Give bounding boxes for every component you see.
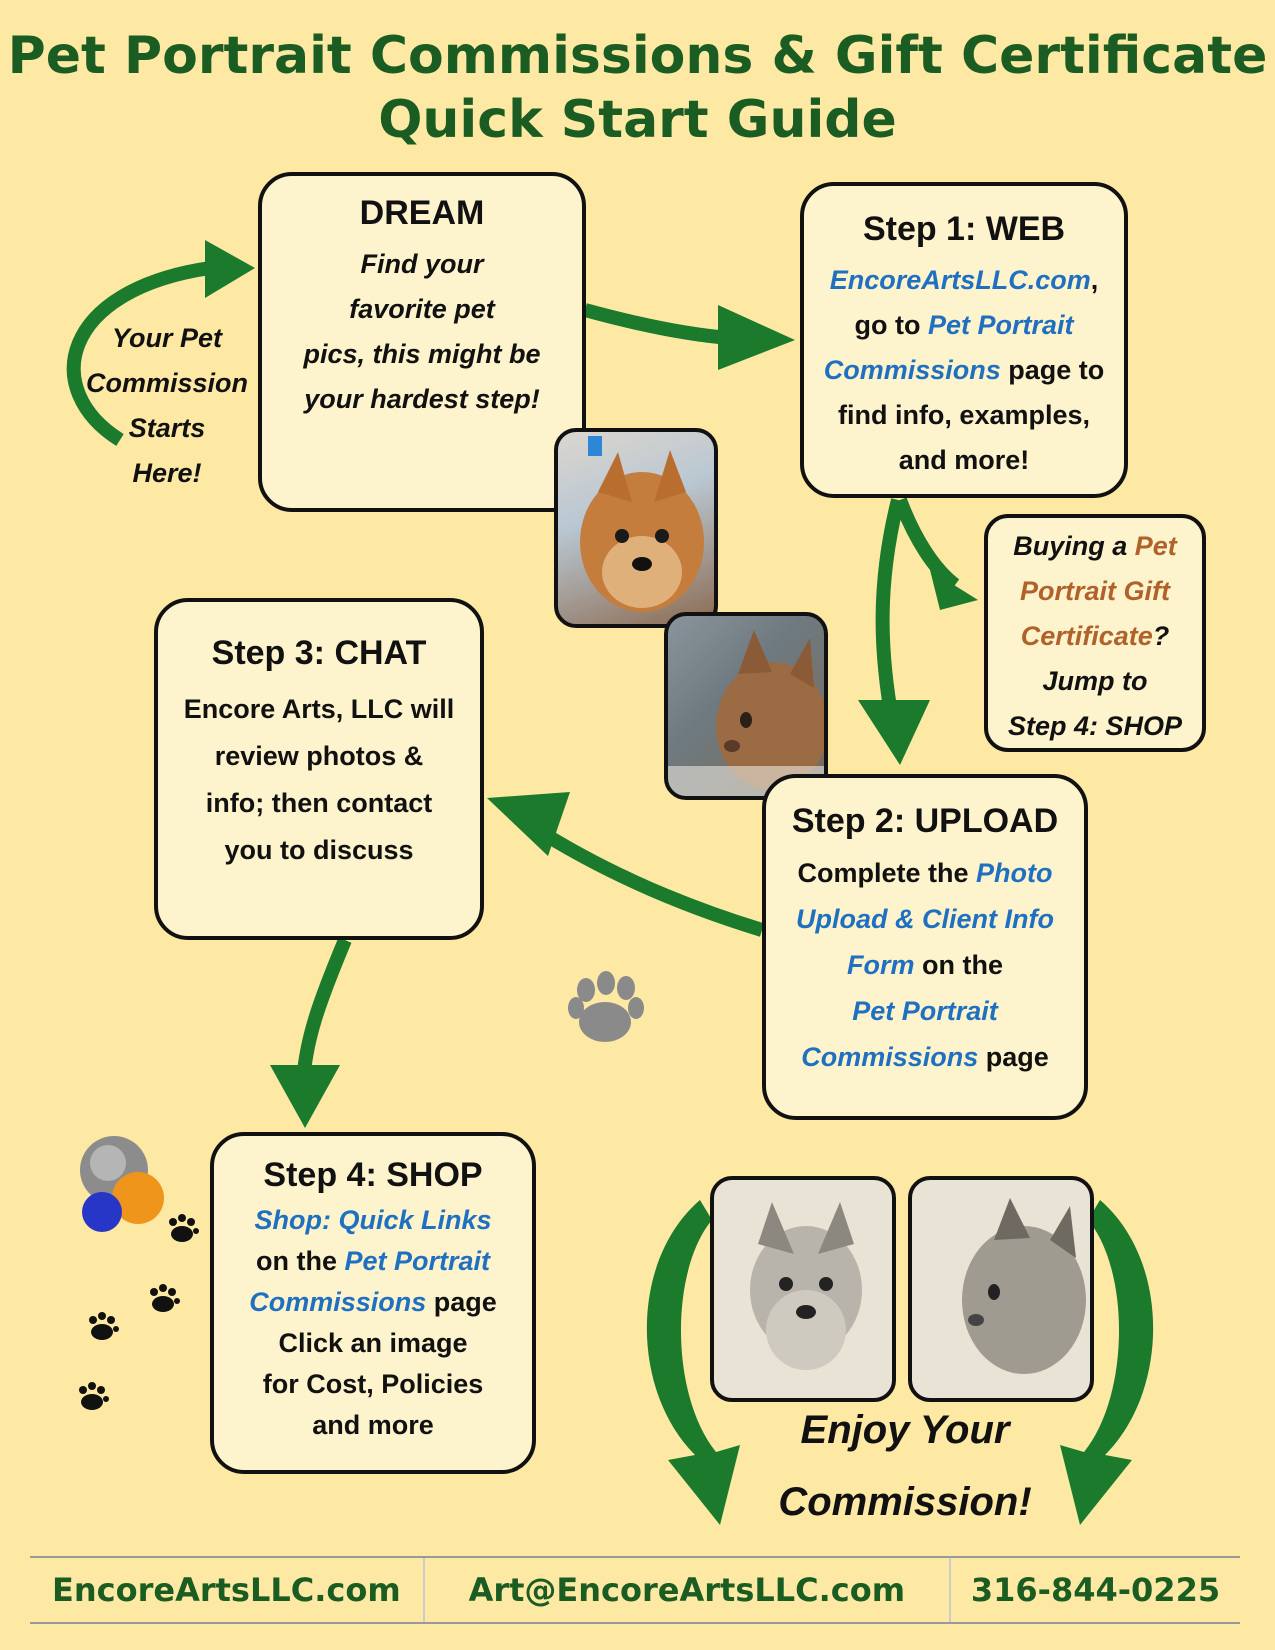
upload-to-chat-head bbox=[487, 792, 570, 856]
commissions-link[interactable]: Commissions bbox=[823, 355, 1001, 385]
gift-link[interactable]: Pet bbox=[1134, 531, 1177, 561]
step3-box: Step 3: CHAT Encore Arts, LLC will revie… bbox=[154, 598, 484, 940]
footer-phone[interactable]: 316-844-0225 bbox=[970, 1571, 1221, 1609]
pet-portrait-link[interactable]: Pet Portrait bbox=[927, 310, 1074, 340]
paw-print-icon bbox=[568, 971, 644, 1042]
step2-heading: Step 2: UPLOAD bbox=[791, 802, 1059, 840]
enjoy-line2: Commission! bbox=[778, 1480, 1032, 1524]
site-link[interactable]: EncoreArtsLLC.com bbox=[829, 265, 1091, 295]
gift-certificate-box: Buying a Pet Portrait Gift Certificate? … bbox=[984, 514, 1206, 752]
start-note: Your Pet Commission Starts Here! bbox=[85, 323, 249, 488]
yorkie-sketch bbox=[710, 1176, 896, 1402]
small-paw-icon bbox=[89, 1312, 119, 1340]
step1-heading: Step 1: WEB bbox=[862, 210, 1066, 248]
enjoy-line1: Enjoy Your bbox=[800, 1408, 1010, 1452]
start-arrow-head bbox=[205, 240, 255, 298]
footer-website[interactable]: EncoreArtsLLC.com bbox=[30, 1558, 425, 1622]
commissions-link[interactable]: Commissions bbox=[801, 1042, 979, 1072]
dream-box: DREAM Find your favorite pet pics, this … bbox=[258, 172, 586, 512]
step4-box: Step 4: SHOP Shop: Quick Links on the Pe… bbox=[210, 1132, 536, 1474]
dream-to-web-head bbox=[718, 305, 795, 370]
chat-to-shop-curve bbox=[296, 937, 352, 1086]
pet-portrait-link[interactable]: Pet Portrait bbox=[344, 1246, 491, 1276]
web-to-gift-head bbox=[930, 570, 978, 610]
small-paw-icon bbox=[150, 1284, 180, 1312]
web-to-upload-head bbox=[858, 700, 930, 765]
step3-heading: Step 3: CHAT bbox=[211, 634, 427, 672]
page-title-line1: Pet Portrait Commissions & Gift Certific… bbox=[7, 26, 1268, 86]
shop-quick-links[interactable]: Shop: Quick Links bbox=[254, 1205, 492, 1235]
web-to-gift-curve bbox=[893, 497, 960, 591]
start-arrow-curve bbox=[66, 261, 212, 446]
footer: EncoreArtsLLC.com Art@EncoreArtsLLC.com … bbox=[30, 1556, 1240, 1624]
enjoy-right-arrow bbox=[1060, 1200, 1154, 1525]
step2-box: Step 2: UPLOAD Complete the Photo Upload… bbox=[762, 774, 1088, 1120]
yorkie-photo bbox=[554, 428, 718, 628]
commissions-link[interactable]: Commissions bbox=[249, 1287, 427, 1317]
dream-to-web-curve bbox=[583, 303, 731, 345]
web-to-upload-curve bbox=[875, 498, 905, 737]
footer-email[interactable]: Art@EncoreArtsLLC.com bbox=[425, 1558, 951, 1622]
cat-sketch bbox=[908, 1176, 1094, 1402]
enjoy-left-arrow bbox=[646, 1200, 740, 1525]
small-paw-icon bbox=[169, 1214, 199, 1242]
cat-photo bbox=[664, 612, 828, 800]
ball-toys-icon bbox=[80, 1136, 164, 1232]
page-title-line2: Quick Start Guide bbox=[378, 90, 897, 150]
dream-heading: DREAM bbox=[359, 194, 485, 232]
small-paw-icon bbox=[79, 1382, 109, 1410]
chat-to-shop-head bbox=[270, 1065, 340, 1128]
pet-portrait-link[interactable]: Pet Portrait bbox=[852, 996, 998, 1026]
upload-to-chat-curve bbox=[526, 819, 765, 937]
step1-box: Step 1: WEB EncoreArtsLLC.com, go to Pet… bbox=[800, 182, 1128, 498]
photo-upload-link[interactable]: Photo bbox=[976, 858, 1053, 888]
step4-heading: Step 4: SHOP bbox=[263, 1156, 483, 1194]
